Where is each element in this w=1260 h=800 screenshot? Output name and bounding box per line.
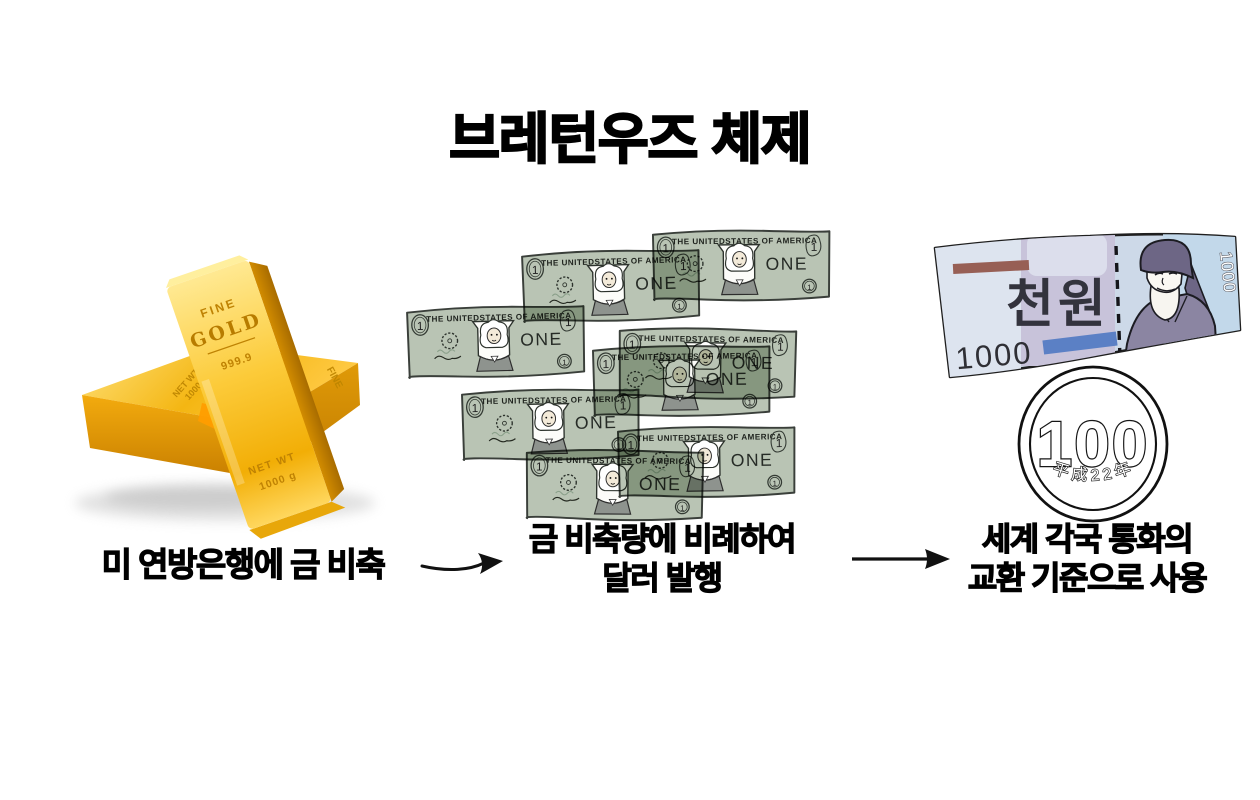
- page-title: 브레턴우즈 체제: [448, 107, 813, 171]
- gold-bars-illustration: NET WT 1000 g FINE FINE GOLD 999.9 NET W…: [75, 255, 375, 539]
- world-currency-illustration: 천원 1000 1000 100 平成22年: [933, 232, 1242, 523]
- step1-caption-line: 미 연방은행에 금 비축: [101, 545, 386, 583]
- step3-caption-line2: 교환 기준으로 사용: [967, 559, 1208, 596]
- won-blue-stripe: [1042, 331, 1118, 355]
- arrow-right-icon: [852, 549, 950, 569]
- dollar-bills-illustration: 1 THE UNITEDSTATES OF AMERICA 1: [406, 228, 831, 522]
- coin-value: 100: [1037, 408, 1150, 480]
- gold-bar-top: FINE GOLD 999.9 NET WT 1000 g: [166, 255, 346, 539]
- won-left-zone: [935, 238, 1021, 377]
- won-side-value: 1000: [1216, 250, 1239, 294]
- won-bill: 천원 1000 1000: [933, 232, 1242, 379]
- step2-caption-line1: 금 비축량에 비례하여: [528, 520, 797, 557]
- step3-caption-line1: 세계 각국 통화의: [981, 520, 1194, 557]
- arrow-right-icon: [420, 553, 503, 574]
- step2-caption: 금 비축량에 비례하여 달러 발행: [486, 520, 838, 598]
- won-red-stripe: [952, 260, 1030, 274]
- yen-coin: 100 平成22年: [1017, 365, 1169, 523]
- step3-caption: 세계 각국 통화의 교환 기준으로 사용: [926, 520, 1248, 598]
- won-value: 1000: [954, 335, 1034, 377]
- dollar-bill: [525, 448, 705, 522]
- step2-caption-line2: 달러 발행: [602, 559, 724, 596]
- won-dashed-line: [1114, 245, 1122, 359]
- step1-caption: 미 연방은행에 금 비축: [52, 545, 434, 584]
- dollar-bill: [406, 303, 587, 381]
- gat-hat: [1139, 238, 1195, 280]
- won-label: 천원: [1006, 276, 1110, 334]
